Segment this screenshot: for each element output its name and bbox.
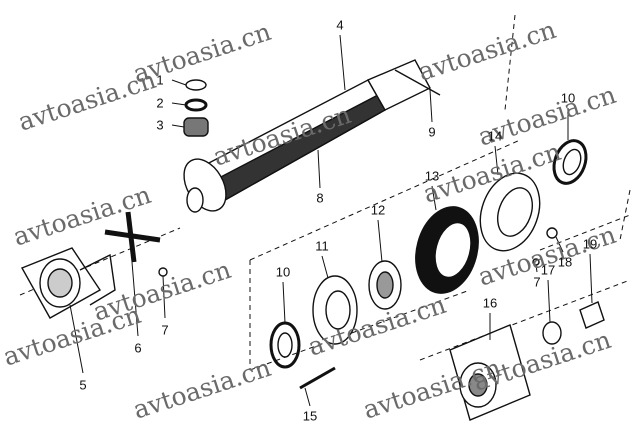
leader-lines	[69, 34, 593, 407]
part-label-6: 6	[134, 340, 142, 356]
part-13-rubber-ring	[415, 206, 479, 294]
part-label-15: 15	[302, 408, 318, 424]
part-10-seal-left	[269, 321, 301, 369]
part-12-bearing	[368, 260, 402, 310]
part-label-11: 11	[315, 238, 329, 254]
part-label-2: 2	[156, 95, 164, 111]
part-18-nipple	[546, 227, 558, 239]
part-label-3: 3	[156, 117, 164, 133]
part-label-19: 19	[582, 236, 598, 252]
part-label-12: 12	[370, 202, 386, 218]
part-1-ring	[185, 79, 207, 91]
part-label-18: 18	[557, 254, 573, 270]
part-label-14: 14	[487, 128, 503, 144]
part-10-seal-right	[552, 139, 588, 185]
part-label-4: 4	[336, 17, 344, 33]
part-label-13: 13	[424, 168, 440, 184]
part-label-10: 10	[275, 264, 291, 280]
part-14-housing	[479, 172, 541, 252]
part-5-flange-yoke	[20, 247, 116, 319]
part-17-washer	[542, 321, 562, 345]
propeller-shaft	[183, 59, 441, 213]
part-3-bearing	[183, 117, 209, 137]
part-label-8: 8	[316, 190, 324, 206]
part-label-5: 5	[79, 377, 87, 393]
part-label-10: 10	[560, 90, 576, 106]
part-label-7: 7	[161, 322, 169, 338]
part-15-bolt	[299, 366, 336, 390]
part-6-universal-cross	[104, 211, 161, 263]
part-label-7: 7	[533, 274, 541, 290]
part-11-bearing-bracket	[312, 275, 358, 345]
part-label-9: 9	[428, 124, 436, 140]
part-2-seal	[184, 98, 208, 112]
part-16-companion-flange	[449, 324, 531, 421]
part-19-nut	[579, 301, 605, 329]
part-label-16: 16	[482, 295, 498, 311]
part-label-17: 17	[540, 262, 556, 278]
part-label-1: 1	[156, 72, 164, 88]
